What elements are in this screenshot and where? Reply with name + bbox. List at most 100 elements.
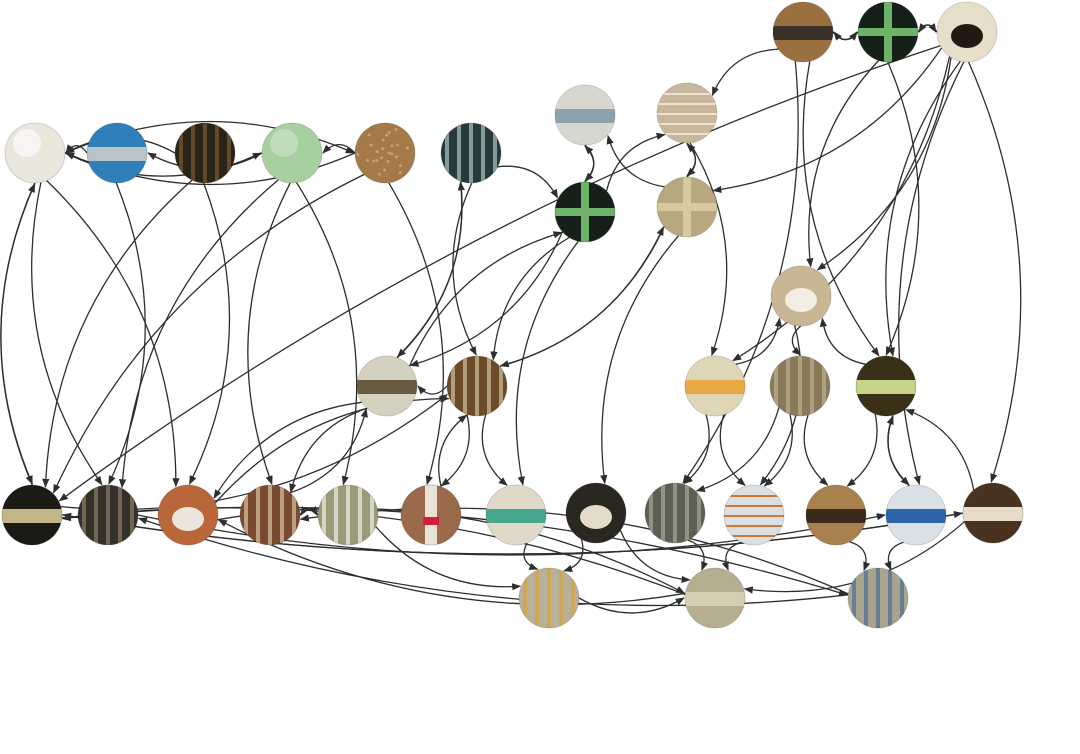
edge-n12-n19 <box>885 61 920 356</box>
edge-n18-n30 <box>803 414 829 486</box>
edge-n1-n22 <box>46 180 180 488</box>
edge-n10-n16 <box>499 226 665 368</box>
node-n15 <box>356 355 418 417</box>
node-n17 <box>684 355 746 417</box>
edge-n15-n23 <box>289 407 368 493</box>
edge-n18-n28 <box>695 407 780 493</box>
edge-n19-n14 <box>819 317 866 365</box>
node-n22 <box>157 484 219 546</box>
edge-n13-n31 <box>898 61 965 486</box>
edge-n26-n33 <box>523 542 539 570</box>
edge-n34-n22 <box>217 519 686 606</box>
edge-n24-n33 <box>375 526 522 591</box>
node-n25 <box>400 484 462 546</box>
edge-n16-n15 <box>417 385 448 395</box>
edge-n32-n19 <box>905 409 975 491</box>
edge-n4-n24 <box>296 182 358 486</box>
edge-n13-n10 <box>712 47 943 194</box>
edge-n1-n21 <box>31 182 103 486</box>
edge-n17-n29 <box>719 414 746 486</box>
edge-n10-n8 <box>686 143 697 178</box>
edge-n2-n21 <box>108 182 146 485</box>
edge-n28-n34 <box>687 539 709 571</box>
edge-n5-n25 <box>388 182 444 486</box>
node-n33 <box>518 567 580 629</box>
edge-n15-n9 <box>408 231 563 367</box>
edge-n5-n20 <box>53 173 365 494</box>
node-n11 <box>772 1 834 63</box>
edge-n12-n11 <box>833 31 859 41</box>
node-n30 <box>805 484 867 546</box>
node-n14 <box>770 265 832 327</box>
edge-n3-n22 <box>188 182 231 485</box>
node-n9 <box>554 181 616 243</box>
node-n19 <box>855 355 917 417</box>
edge-n17-n14 <box>735 317 782 365</box>
edge-n12-n14 <box>806 60 880 268</box>
node-n24 <box>317 484 379 546</box>
node-n28 <box>644 482 706 544</box>
edge-n31-n19 <box>886 415 910 487</box>
edge-n13-n19 <box>885 60 961 357</box>
edge-n15-n6 <box>396 181 465 359</box>
edge-n11-n8 <box>711 48 779 97</box>
node-n4 <box>261 122 323 184</box>
edge-n13-n17 <box>732 56 951 362</box>
node-n21 <box>77 484 139 546</box>
node-n6 <box>440 122 502 184</box>
edge-n9-n8 <box>605 132 666 192</box>
edge-n8-n17 <box>689 142 728 357</box>
edge-n29-n34 <box>721 541 742 571</box>
node-n26 <box>485 484 547 546</box>
node-n18 <box>769 355 831 417</box>
edge-n27-n33 <box>563 539 584 572</box>
edge-n25-n16 <box>438 414 468 487</box>
edge-n11-n19 <box>802 61 880 357</box>
edge-n4-n21 <box>118 179 279 489</box>
edge-n35-n21 <box>137 517 849 607</box>
edge-n12-n13 <box>917 23 937 33</box>
node-n2 <box>86 122 148 184</box>
edge-n6-n16 <box>452 182 477 356</box>
node-n7 <box>554 84 616 146</box>
edge-n21-n31 <box>137 513 886 556</box>
edge-n16-n10 <box>499 226 664 368</box>
node-n12 <box>857 1 919 63</box>
edge-n9-n7 <box>584 145 595 183</box>
edge-n30-n35 <box>849 541 871 572</box>
edge-n14-n18 <box>791 325 802 356</box>
edge-n19-n30 <box>846 413 878 487</box>
edge-n22-n16 <box>214 394 450 504</box>
node-n31 <box>885 484 947 546</box>
edge-n9-n26 <box>515 240 579 486</box>
node-n5 <box>354 122 416 184</box>
edge-n13-n32 <box>968 61 1022 483</box>
edge-n3-n20 <box>42 179 193 488</box>
nodes-layer <box>1 1 1024 629</box>
node-n13 <box>936 1 998 63</box>
edge-n13-n12 <box>918 23 938 33</box>
node-n23 <box>239 484 301 546</box>
node-n3 <box>174 122 236 184</box>
edge-n18-n29 <box>763 414 793 487</box>
node-n32 <box>962 482 1024 544</box>
edge-n9-n16 <box>490 236 570 361</box>
edge-n15-n22 <box>213 401 362 499</box>
node-n10 <box>656 176 718 238</box>
node-n29 <box>723 484 785 546</box>
edge-n31-n35 <box>884 541 904 571</box>
node-n34 <box>684 567 746 629</box>
edge-n10-n7 <box>606 134 665 188</box>
node-n16 <box>446 355 508 417</box>
node-n35 <box>847 567 909 629</box>
edge-n5-n4 <box>322 144 356 154</box>
node-n8 <box>656 82 718 144</box>
edge-n20-n1 <box>0 183 36 486</box>
edge-n16-n25 <box>440 414 470 487</box>
node-n27 <box>565 482 627 544</box>
edge-n13-n20 <box>58 45 941 502</box>
edge-n27-n34 <box>619 530 691 584</box>
edge-n10-n27 <box>600 235 679 485</box>
edge-n4-n23 <box>247 182 291 485</box>
